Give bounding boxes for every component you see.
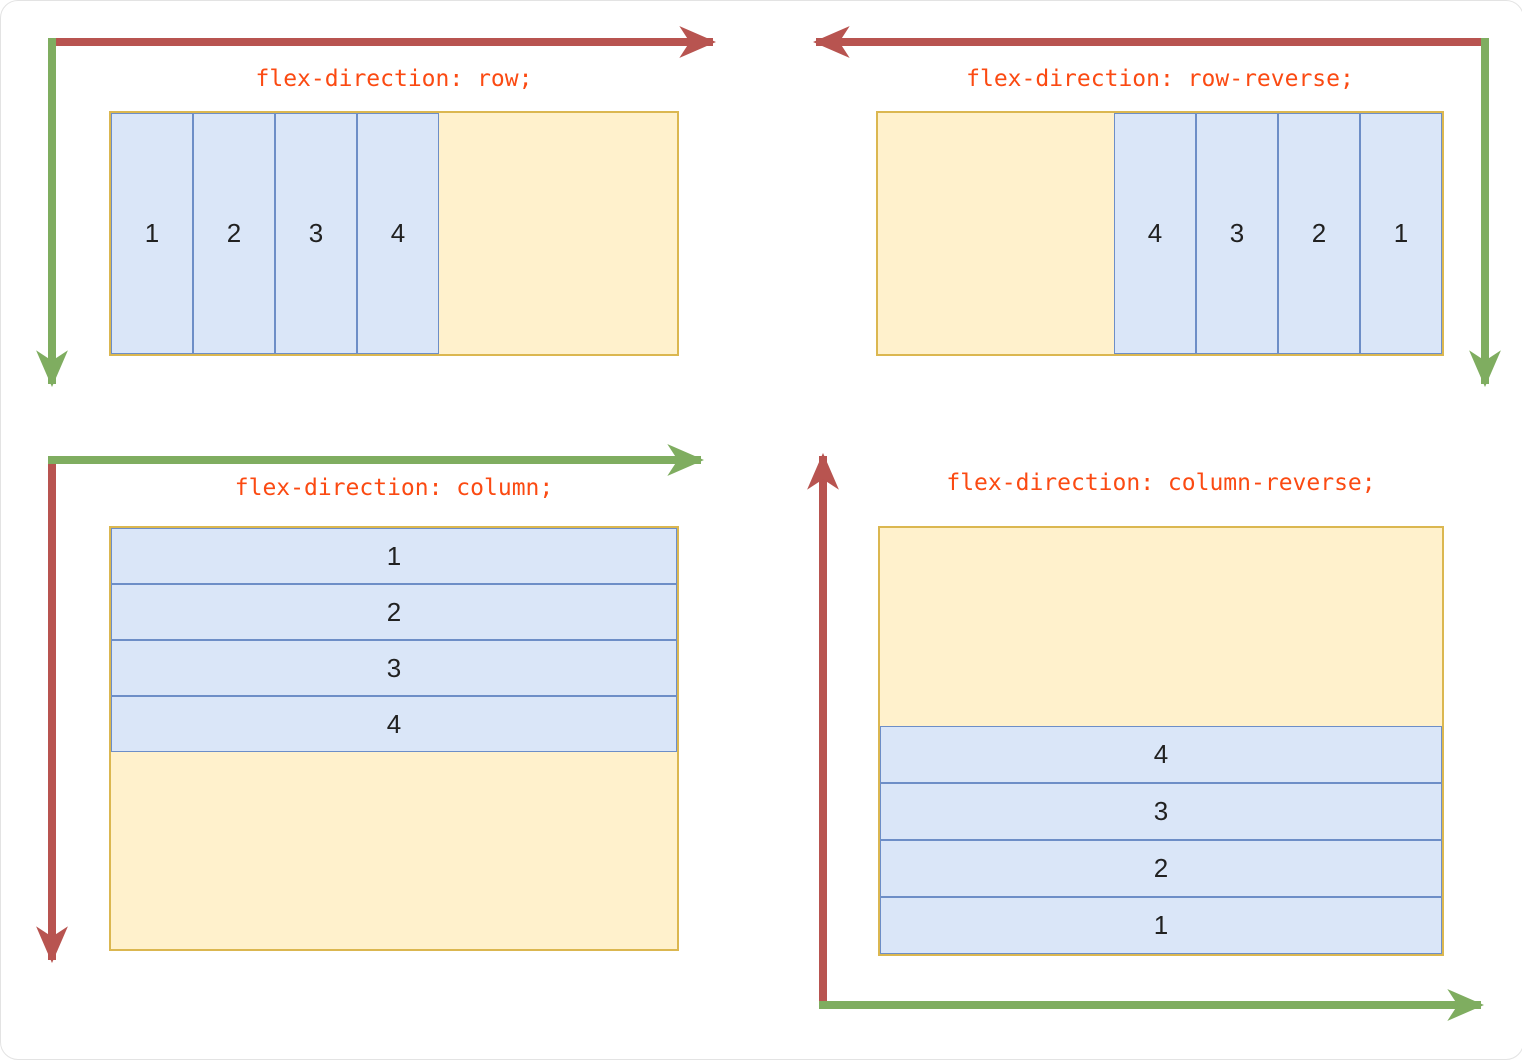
quadrant-title: flex-direction: row-reverse; <box>966 66 1354 92</box>
flex-container-column: 1 2 3 4 <box>109 526 679 951</box>
flex-container-row-reverse: 1 2 3 4 <box>876 111 1444 356</box>
flex-item: 3 <box>111 640 677 696</box>
flex-item: 2 <box>880 840 1442 897</box>
flex-item: 2 <box>1278 113 1360 354</box>
flex-container-column-reverse: 1 2 3 4 <box>878 526 1444 956</box>
flex-item: 4 <box>880 726 1442 783</box>
flex-item: 3 <box>880 783 1442 840</box>
quadrant-title: flex-direction: column-reverse; <box>946 470 1376 496</box>
flex-item: 2 <box>111 584 677 640</box>
flex-item: 1 <box>880 897 1442 954</box>
quadrant-title: flex-direction: row; <box>255 66 533 92</box>
flex-item: 4 <box>1114 113 1196 354</box>
flex-item: 3 <box>275 113 357 354</box>
flex-item: 3 <box>1196 113 1278 354</box>
flex-container-row: 1 2 3 4 <box>109 111 679 356</box>
flex-item: 2 <box>193 113 275 354</box>
flex-item: 4 <box>111 696 677 752</box>
flex-item: 4 <box>357 113 439 354</box>
flex-item: 1 <box>1360 113 1442 354</box>
flex-item: 1 <box>111 528 677 584</box>
quadrant-title: flex-direction: column; <box>234 475 554 501</box>
flex-item: 1 <box>111 113 193 354</box>
